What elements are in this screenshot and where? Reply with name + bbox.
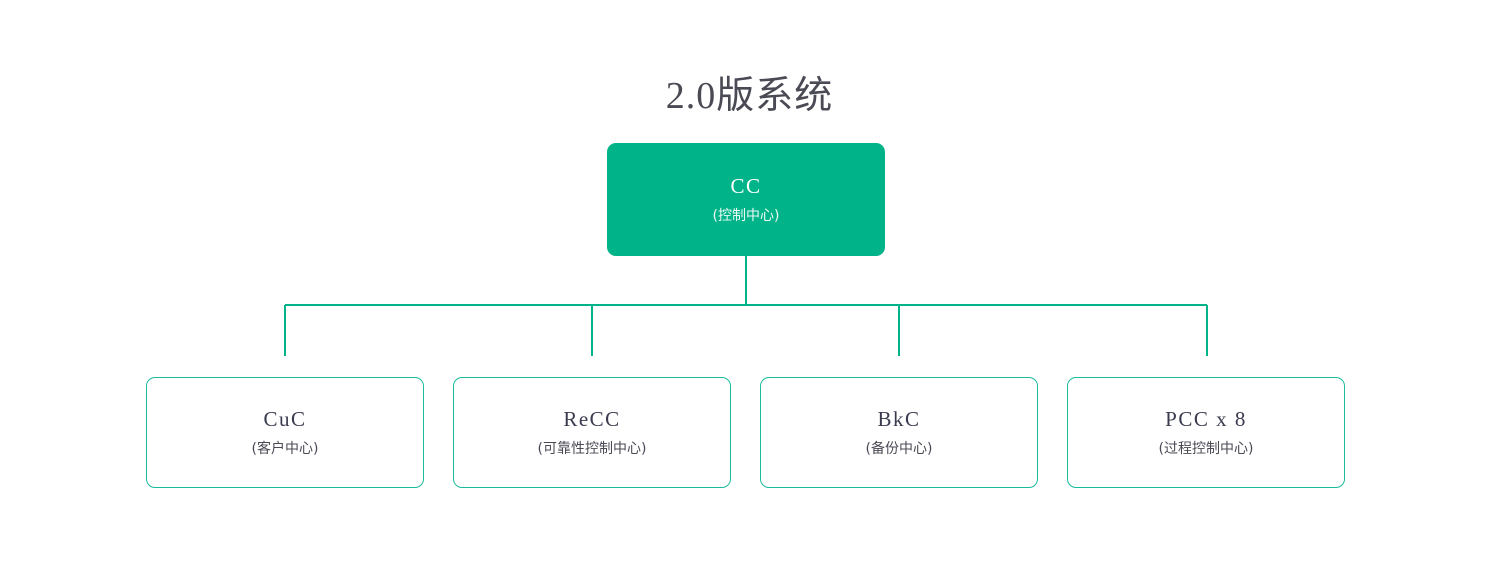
node-child-code: CuC xyxy=(263,406,307,431)
node-child-pcc[interactable]: PCC x 8 (过程控制中心) xyxy=(1067,377,1345,488)
node-child-bkc[interactable]: BkC (备份中心) xyxy=(760,377,1038,488)
node-child-description: (客户中心) xyxy=(251,440,319,457)
node-child-recc[interactable]: ReCC (可靠性控制中心) xyxy=(453,377,731,488)
node-child-description: (可靠性控制中心) xyxy=(537,440,647,457)
node-root-code: CC xyxy=(730,173,762,198)
node-child-code: PCC x 8 xyxy=(1165,406,1247,431)
node-child-code: ReCC xyxy=(563,406,621,431)
node-child-cuc[interactable]: CuC (客户中心) xyxy=(146,377,424,488)
page-title: 2.0版系统 xyxy=(665,75,834,117)
node-root-cc[interactable]: CC (控制中心) xyxy=(607,143,885,256)
node-child-description: (备份中心) xyxy=(865,440,933,457)
node-child-description: (过程控制中心) xyxy=(1158,440,1254,457)
node-child-code: BkC xyxy=(877,406,921,431)
node-root-description: (控制中心) xyxy=(712,207,780,224)
